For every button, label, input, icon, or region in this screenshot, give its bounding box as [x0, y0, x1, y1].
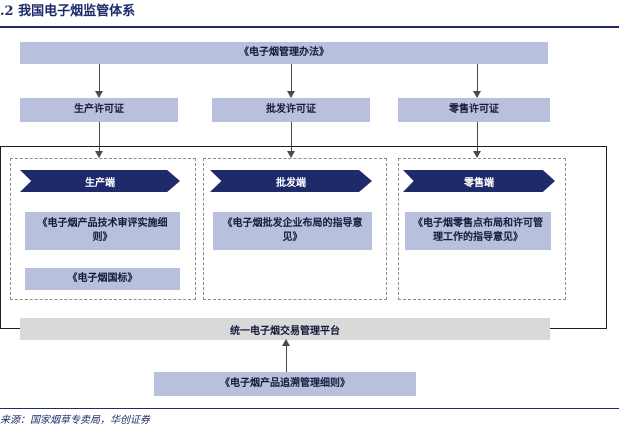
figure-title: .2 我国电子烟监管体系	[0, 4, 136, 19]
traceability-rules-box: 《电子烟产品追溯管理细则》	[154, 372, 416, 396]
license-retail: 零售许可证	[398, 98, 550, 122]
arrow-to-platform	[282, 339, 290, 372]
retail-segment-frame	[398, 158, 566, 300]
production-doc-review-rules: 《电子烟产品技术审评实施细则》	[25, 212, 180, 250]
arrow-to-retail-license	[473, 64, 481, 98]
arrow-to-wholesale-segment	[287, 122, 295, 158]
arrow-to-production-segment	[95, 122, 103, 158]
unified-trading-platform: 统一电子烟交易管理平台	[20, 318, 550, 340]
arrow-to-retail-segment	[473, 122, 481, 158]
license-production: 生产许可证	[20, 98, 178, 122]
retail-segment-header: 零售端	[403, 170, 555, 192]
wholesale-segment-frame	[203, 158, 387, 300]
top-regulation-box: 《电子烟管理办法》	[20, 42, 548, 64]
license-wholesale: 批发许可证	[212, 98, 370, 122]
retail-doc-licensing-guidance: 《电子烟零售点布局和许可管理工作的指导意见》	[405, 212, 551, 250]
arrow-to-production-license	[95, 64, 103, 98]
production-doc-national-standard: 《电子烟国标》	[25, 268, 180, 290]
title-rule	[0, 26, 619, 28]
wholesale-doc-layout-guidance: 《电子烟批发企业布局的指导意见》	[213, 212, 372, 250]
source-note: 来源：国家烟草专卖局，华创证券	[0, 415, 150, 426]
wholesale-segment-header: 批发端	[210, 170, 372, 192]
source-rule	[0, 408, 619, 409]
production-segment-header: 生产端	[20, 170, 180, 192]
arrow-to-wholesale-license	[287, 64, 295, 98]
production-segment-frame	[10, 158, 196, 300]
